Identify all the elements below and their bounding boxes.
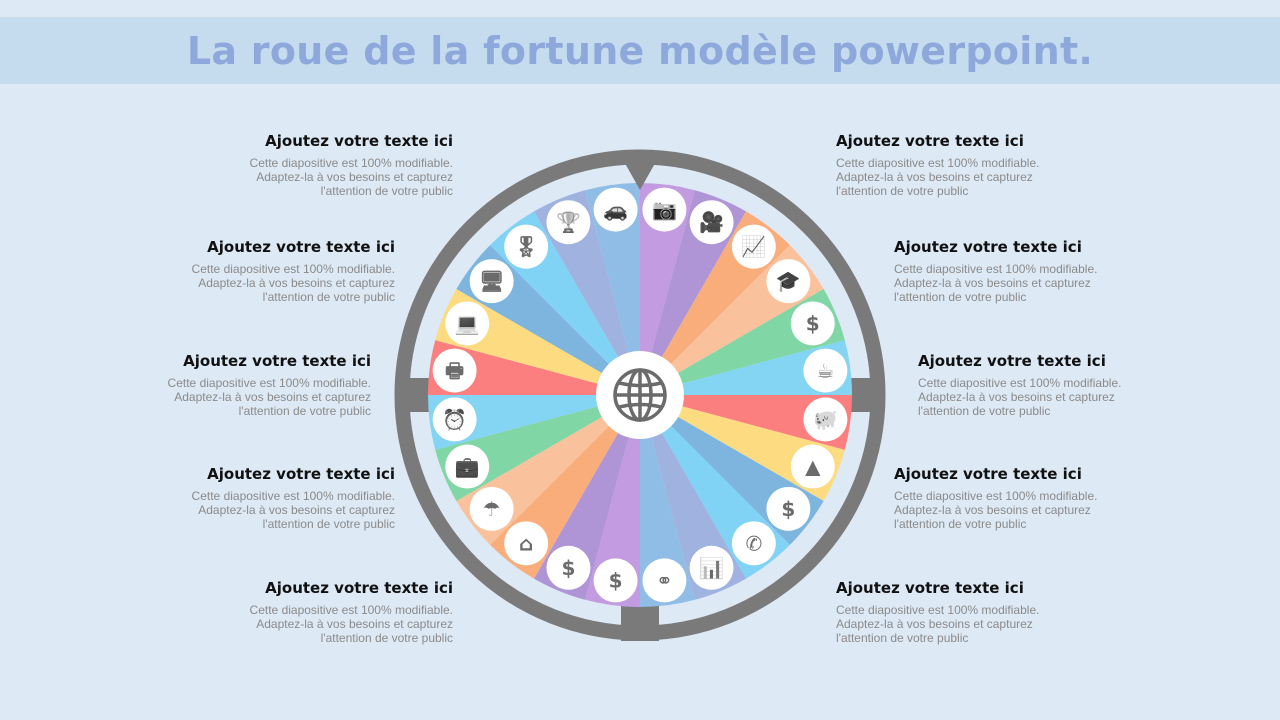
piggy-bank-icon: 🐖 [803,397,848,442]
block-heading: Ajoutez votre texte ici [207,465,395,483]
svg-text:🎖: 🎖 [513,235,538,259]
wheel-pointer [622,158,658,190]
dollar-arrows-icon: $ [766,486,811,531]
block-body: Cette diapositive est 100% modifiable. A… [191,489,395,531]
left-notch [395,378,430,412]
svg-text:☂: ☂ [483,497,501,521]
svg-text:$: $ [806,311,820,335]
block-heading: Ajoutez votre texte ici [183,352,371,370]
svg-text:📷: 📷 [652,198,677,222]
svg-text:⚭: ⚭ [656,568,673,592]
wheel-segment [428,395,640,450]
house-icon: ⌂ [504,521,549,566]
svg-text:✆: ✆ [745,531,762,555]
coins-dollar-icon: $ [790,301,835,346]
hand-dollar-icon: $ [593,558,638,603]
svg-text:💻: 💻 [455,311,480,335]
block-body: Cette diapositive est 100% modifiable. A… [918,376,1122,418]
block-body: Cette diapositive est 100% modifiable. A… [167,376,371,418]
svg-text:🖥: 🖥 [479,269,504,293]
umbrella-icon: ☂ [469,486,514,531]
video-camera-icon: 🎥 [689,200,734,245]
alarm-clock-icon: ⏰ [432,397,477,442]
coffee-cup-icon: ☕ [803,348,848,393]
block-heading: Ajoutez votre texte ici [265,132,453,150]
wheel-segment [428,340,640,395]
monitor-icon: 🖥 [469,259,514,304]
hand-chart-icon: 📈 [731,224,776,269]
growth-chart-icon: 📊 [689,545,734,590]
laptop-icon: 💻 [445,301,490,346]
svg-text:🖶: 🖶 [445,359,464,383]
graduation-cap-icon: 🎓 [766,259,811,304]
block-body: Cette diapositive est 100% modifiable. A… [894,489,1098,531]
briefcase-icon: 💼 [445,444,490,489]
wheel-segment [585,395,640,607]
svg-text:💼: 💼 [455,455,480,479]
block-body: Cette diapositive est 100% modifiable. A… [249,156,453,198]
block-heading: Ajoutez votre texte ici [265,579,453,597]
wheel-segment [585,183,640,395]
block-heading: Ajoutez votre texte ici [836,132,1024,150]
svg-text:☕: ☕ [816,359,834,383]
svg-text:🎥: 🎥 [699,210,724,234]
title-bar: La roue de la fortune modèle powerpoint. [0,17,1280,84]
wheel-segment [640,183,695,395]
camera-icon: 📷 [642,187,687,232]
svg-text:⏰: ⏰ [442,407,467,431]
car-icon: 🚗 [593,187,638,232]
svg-text:⌂: ⌂ [519,531,533,555]
svg-text:🎓: 🎓 [776,269,801,293]
block-body: Cette diapositive est 100% modifiable. A… [836,156,1040,198]
block-heading: Ajoutez votre texte ici [918,352,1106,370]
svg-text:🐖: 🐖 [813,407,838,431]
block-heading: Ajoutez votre texte ici [207,238,395,256]
svg-text:▲: ▲ [805,455,821,479]
wheel-segment [640,340,852,395]
block-body: Cette diapositive est 100% modifiable. A… [836,603,1040,645]
svg-text:$: $ [561,556,575,580]
rings-icon: ⚭ [642,558,687,603]
block-heading: Ajoutez votre texte ici [836,579,1024,597]
block-heading: Ajoutez votre texte ici [894,238,1082,256]
block-heading: Ajoutez votre texte ici [894,465,1082,483]
globe-icon [613,368,667,422]
right-notch [850,378,885,412]
svg-text:🚗: 🚗 [603,198,628,222]
svg-text:📈: 📈 [741,235,766,259]
bottom-notch [621,605,659,641]
trophy-icon: 🏆 [546,200,591,245]
wheel-segment [640,395,852,450]
page-title: La roue de la fortune modèle powerpoint. [186,28,1094,73]
block-body: Cette diapositive est 100% modifiable. A… [249,603,453,645]
svg-text:📊: 📊 [699,556,724,580]
svg-text:$: $ [609,568,623,592]
medal-icon: 🎖 [504,224,549,269]
block-body: Cette diapositive est 100% modifiable. A… [894,262,1098,304]
svg-text:$: $ [781,497,795,521]
phone-icon: ✆ [731,521,776,566]
printer-icon: 🖶 [432,348,477,393]
dollar-pyramid-icon: ▲ [790,444,835,489]
dollar-cycle-icon: $ [546,545,591,590]
block-body: Cette diapositive est 100% modifiable. A… [191,262,395,304]
svg-text:🏆: 🏆 [556,210,581,234]
wheel-segment [640,395,695,607]
